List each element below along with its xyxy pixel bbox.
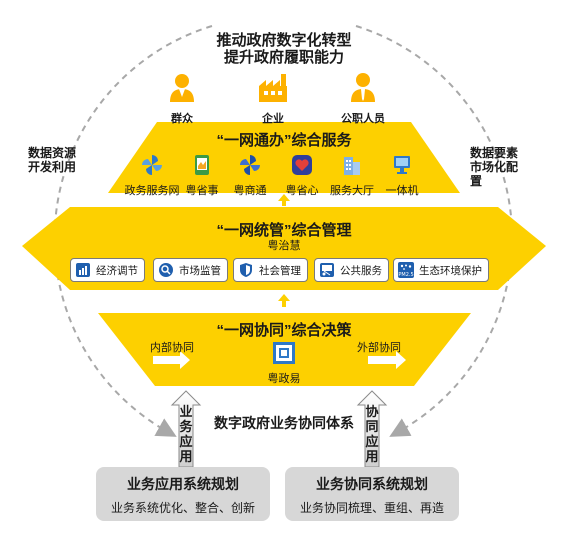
service-label: 服务大厅 <box>330 185 374 197</box>
chip-label: 公共服务 <box>340 264 382 277</box>
service-item[interactable]: 粤省心 <box>270 153 334 198</box>
role-official: 公职人员 <box>333 70 393 126</box>
side-label-right: 数据要素市场化配置 <box>470 146 519 188</box>
factory-icon <box>259 74 287 102</box>
bottom-box-desc: 业务协同梳理、重组、再造 <box>299 501 444 515</box>
up-arrow-2 <box>278 294 290 307</box>
bottom-box-application: 业务应用系统规划 业务系统优化、整合、创新 <box>96 467 270 521</box>
arrow-label-left: 业务应用 <box>179 404 193 464</box>
inner-arrow-left <box>153 351 190 369</box>
tier3-app-label: 粤政易 <box>267 373 301 385</box>
chip-label: 生态环境保护 <box>419 264 482 277</box>
official-icon <box>351 73 375 102</box>
function-chip[interactable]: 市场监管 <box>153 258 228 282</box>
kiosk-icon <box>394 156 410 174</box>
magnifier-icon <box>159 263 173 277</box>
function-chip[interactable]: 社会管理 <box>233 258 308 282</box>
up-arrow-1 <box>278 194 290 206</box>
service-label: 一体机 <box>385 185 419 197</box>
tier3-left-label: 内部协同 <box>150 342 194 354</box>
bottom-box-title: 业务协同系统规划 <box>316 476 428 492</box>
tier1-band <box>108 122 460 193</box>
role-label: 企业 <box>262 113 284 125</box>
service-item[interactable]: 粤省事 <box>170 153 234 198</box>
bottom-box-desc: 业务系统优化、整合、创新 <box>110 501 255 515</box>
chip-label: 社会管理 <box>259 264 301 277</box>
tier3-title: “一网协同”综合决策 <box>216 322 352 339</box>
chip-label: 市场监管 <box>179 264 221 277</box>
bottom-box-title: 业务应用系统规划 <box>127 476 239 492</box>
building-icon <box>344 157 360 175</box>
tier1-title: “一网通办”综合服务 <box>216 132 352 149</box>
service-label: 政务服务网 <box>124 185 180 197</box>
role-enterprise: 企业 <box>243 70 303 126</box>
role-label: 群众 <box>171 113 193 125</box>
heart-app-icon <box>292 155 312 175</box>
service-label: 粤商通 <box>233 185 267 197</box>
bar-chart-icon <box>76 263 90 277</box>
tier3-right-label: 外部协同 <box>357 342 401 354</box>
pm25-icon-text: PM2.5 <box>398 272 413 278</box>
yuezhengyi-app[interactable] <box>272 341 296 365</box>
function-chip[interactable]: PM2.5 生态环境保护 <box>393 258 489 282</box>
service-item[interactable]: 政务服务网 <box>120 153 184 198</box>
shield-icon <box>240 263 252 277</box>
service-item[interactable]: 一体机 <box>370 153 434 198</box>
service-label: 粤省事 <box>185 185 219 197</box>
presentation-icon <box>320 263 334 277</box>
cycle-arc-right <box>355 25 514 437</box>
tier2-title: “一网统管”综合管理 <box>216 222 352 239</box>
inner-arrow-right <box>368 351 406 369</box>
chip-label: 经济调节 <box>96 264 138 277</box>
person-icon <box>170 74 194 102</box>
system-label: 数字政府业务协同体系 <box>214 415 354 431</box>
tier2-subtitle: 粤治慧 <box>267 240 301 252</box>
pm25-icon: PM2.5 <box>398 262 414 278</box>
role-public: 群众 <box>152 70 212 126</box>
bottom-box-collaboration: 业务协同系统规划 业务协同梳理、重组、再造 <box>285 467 459 521</box>
header-title-line2: 提升政府履职能力 <box>223 49 344 66</box>
arrow-label-right: 协同应用 <box>365 404 379 464</box>
service-label: 粤省心 <box>285 185 319 197</box>
function-chip[interactable]: 经济调节 <box>70 258 145 282</box>
role-label: 公职人员 <box>341 113 385 125</box>
phone-app-icon <box>195 155 209 175</box>
pinwheel-icon <box>142 155 162 175</box>
service-item[interactable]: 粤商通 <box>218 153 282 198</box>
cycle-arc-left <box>53 25 213 437</box>
service-item[interactable]: 服务大厅 <box>320 153 384 198</box>
function-chip[interactable]: 公共服务 <box>314 258 389 282</box>
app-square-icon <box>273 342 295 364</box>
header-title-line1: 推动政府数字化转型 <box>216 32 352 49</box>
pinwheel-icon <box>240 155 260 175</box>
side-label-left: 数据资源开发利用 <box>28 146 77 174</box>
